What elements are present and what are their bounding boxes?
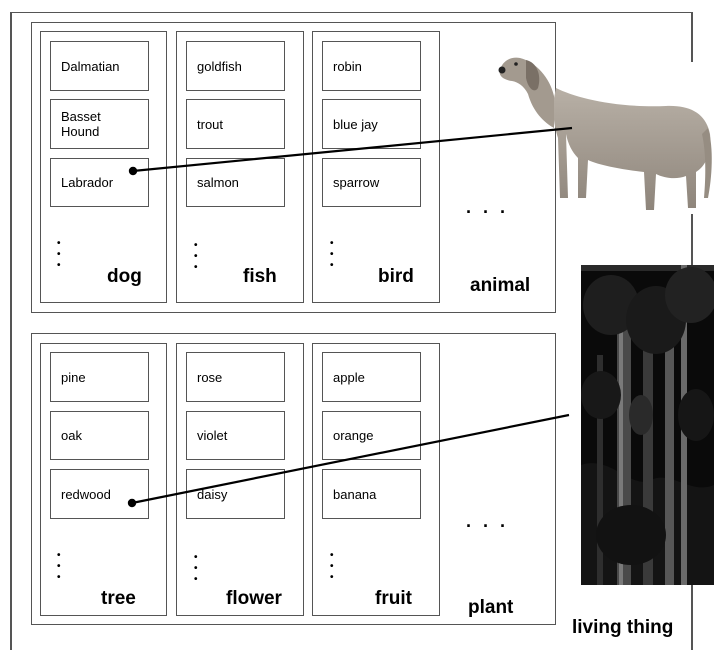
dog-photo <box>498 57 712 210</box>
vertical-ellipsis: ••• <box>194 552 198 585</box>
living-thing-frame-top <box>10 12 693 14</box>
vertical-ellipsis: ••• <box>194 240 198 273</box>
item-orange: orange <box>322 411 421 460</box>
item-salmon: salmon <box>186 158 285 207</box>
horizontal-ellipsis: · · · <box>466 516 509 536</box>
item-sparrow: sparrow <box>322 158 421 207</box>
item-robin: robin <box>322 41 421 91</box>
item-basset-hound: Basset Hound <box>50 99 149 149</box>
category-label-fish: fish <box>243 266 277 287</box>
item-dalmatian: Dalmatian <box>50 41 149 91</box>
living-thing-frame-right <box>691 12 693 62</box>
item-labrador: Labrador <box>50 158 149 207</box>
living-thing-label: living thing <box>572 617 674 638</box>
item-oak: oak <box>50 411 149 460</box>
item-rose: rose <box>186 352 285 402</box>
item-blue-jay: blue jay <box>322 99 421 149</box>
group-label-animal: animal <box>470 275 531 296</box>
item-banana: banana <box>322 469 421 519</box>
vertical-ellipsis: ••• <box>57 550 61 583</box>
category-label-dog: dog <box>107 266 142 287</box>
redwood-forest-photo <box>581 265 714 585</box>
item-goldfish: goldfish <box>186 41 285 91</box>
vertical-ellipsis: ••• <box>330 238 334 271</box>
living-thing-frame-left <box>10 12 12 650</box>
vertical-ellipsis: ••• <box>330 550 334 583</box>
item-daisy: daisy <box>186 469 285 519</box>
item-violet: violet <box>186 411 285 460</box>
category-label-fruit: fruit <box>375 588 412 609</box>
category-label-flower: flower <box>226 588 282 609</box>
item-redwood: redwood <box>50 469 149 519</box>
horizontal-ellipsis: · · · <box>466 202 509 222</box>
category-label-bird: bird <box>378 266 414 287</box>
item-trout: trout <box>186 99 285 149</box>
item-pine: pine <box>50 352 149 402</box>
category-label-tree: tree <box>101 588 136 609</box>
item-apple: apple <box>322 352 421 402</box>
vertical-ellipsis: ••• <box>57 238 61 271</box>
group-label-plant: plant <box>468 597 514 618</box>
